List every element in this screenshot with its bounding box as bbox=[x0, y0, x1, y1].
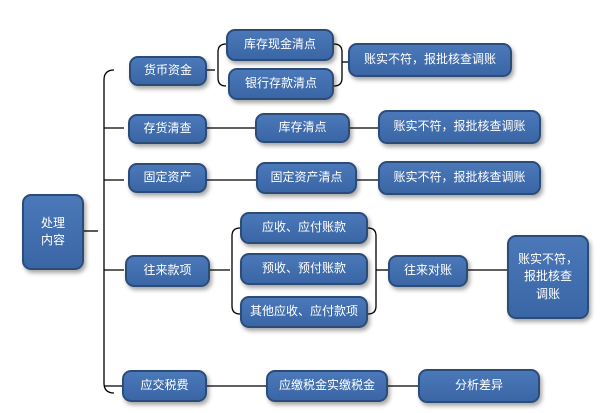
action-inventory: 账实不符，报批核查调账 bbox=[378, 110, 541, 144]
action-fixed-assets: 账实不符，报批核查调账 bbox=[378, 161, 541, 195]
action-cash: 账实不符，报批核查调账 bbox=[348, 43, 512, 77]
action-receivables: 账实不符， 报批核查 调账 bbox=[507, 235, 589, 319]
category-receivables: 往来款项 bbox=[125, 255, 210, 287]
category-cash: 货币资金 bbox=[129, 56, 207, 86]
item-reconcile: 往来对账 bbox=[388, 255, 468, 287]
category-tree-bracket bbox=[103, 69, 115, 394]
item-tax-paid: 应缴税金实缴税金 bbox=[266, 370, 388, 402]
category-taxes: 应交税费 bbox=[122, 370, 207, 402]
item-ar-ap: 应收、应付账款 bbox=[240, 212, 368, 244]
cash-bracket bbox=[217, 43, 227, 87]
root-node: 处理 内容 bbox=[22, 194, 84, 270]
item-advance: 预收、预付账款 bbox=[240, 253, 368, 285]
receivables-right-bracket bbox=[367, 227, 377, 315]
receivables-bracket bbox=[231, 227, 241, 315]
item-bank-count: 银行存款清点 bbox=[228, 68, 334, 100]
item-other-ar-ap: 其他应收、应付款项 bbox=[240, 296, 368, 328]
cash-action-bracket bbox=[333, 43, 343, 87]
action-taxes: 分析差异 bbox=[418, 369, 540, 403]
item-stock-count: 库存清点 bbox=[255, 113, 350, 143]
category-inventory: 存货清查 bbox=[128, 114, 207, 144]
category-fixed-assets: 固定资产 bbox=[128, 163, 207, 193]
item-fixed-asset-count: 固定资产清点 bbox=[256, 162, 357, 194]
item-cash-count: 库存现金清点 bbox=[226, 29, 334, 61]
